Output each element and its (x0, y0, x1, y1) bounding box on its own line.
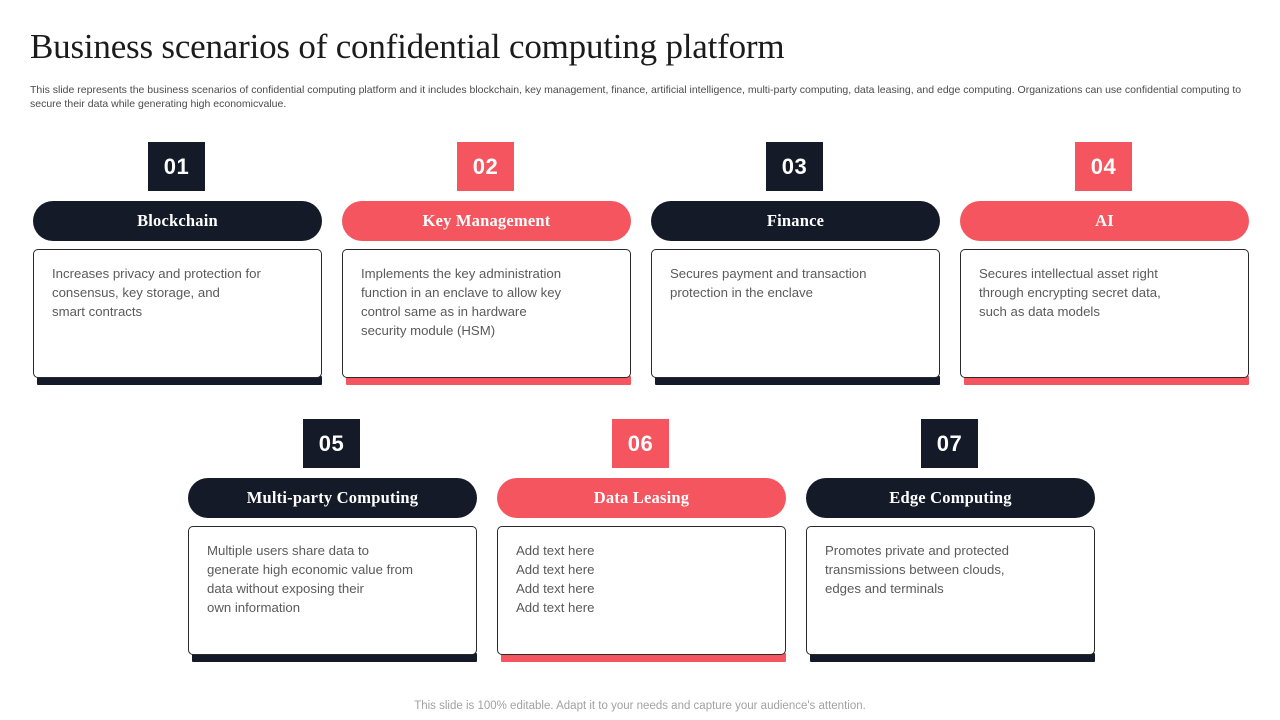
card-number-badge: 05 (303, 419, 360, 468)
card-body-box[interactable]: Secures intellectual asset right through… (960, 249, 1249, 378)
page-subtitle: This slide represents the business scena… (30, 84, 1242, 110)
card-accent-bar (964, 376, 1249, 385)
card-body-box[interactable]: Increases privacy and protection for con… (33, 249, 322, 378)
card-number-label: 01 (163, 153, 190, 179)
card-accent-bar (192, 653, 477, 662)
card-title-pill[interactable]: AI (960, 201, 1249, 241)
card-title-label: Finance (766, 211, 825, 230)
card-number-badge: 04 (1075, 142, 1132, 191)
card-body-box[interactable]: Promotes private and protected transmiss… (806, 526, 1095, 655)
card-body-text: Increases privacy and protection for con… (52, 266, 261, 319)
card-body-box[interactable]: Multiple users share data to generate hi… (188, 526, 477, 655)
card-accent-bar (501, 653, 786, 662)
card-title-pill[interactable]: Data Leasing (497, 478, 786, 518)
card-number-label: 06 (627, 430, 654, 456)
card-accent-bar (37, 376, 322, 385)
card-title-pill[interactable]: Key Management (342, 201, 631, 241)
card-number-badge: 03 (766, 142, 823, 191)
card-title-label: Edge Computing (889, 488, 1012, 507)
card-title-pill[interactable]: Blockchain (33, 201, 322, 241)
card-body-text: Secures payment and transaction protecti… (670, 266, 867, 300)
card-title-label: Multi-party Computing (246, 488, 419, 507)
card-accent-bar (810, 653, 1095, 662)
card-body-box[interactable]: Secures payment and transaction protecti… (651, 249, 940, 378)
card-body-text: Secures intellectual asset right through… (979, 266, 1161, 319)
card-title-pill[interactable]: Multi-party Computing (188, 478, 477, 518)
card-accent-bar (655, 376, 940, 385)
card-number-label: 05 (318, 430, 345, 456)
card-number-label: 07 (936, 430, 963, 456)
card-body-text: Multiple users share data to generate hi… (207, 543, 413, 615)
card-body-box[interactable]: Implements the key administration functi… (342, 249, 631, 378)
card-title-label: Blockchain (137, 211, 218, 230)
card-number-badge: 02 (457, 142, 514, 191)
card-body-box[interactable]: Add text here Add text here Add text her… (497, 526, 786, 655)
card-number-badge: 01 (148, 142, 205, 191)
card-body-text: Implements the key administration functi… (361, 266, 562, 338)
card-number-label: 04 (1090, 153, 1117, 179)
card-number-badge: 06 (612, 419, 669, 468)
card-number-label: 03 (781, 153, 808, 179)
card-title-label: AI (1095, 211, 1114, 230)
card-title-pill[interactable]: Edge Computing (806, 478, 1095, 518)
card-number-badge: 07 (921, 419, 978, 468)
card-title-label: Key Management (422, 211, 551, 230)
card-body-text: Add text here Add text here Add text her… (516, 543, 595, 615)
footer-note: This slide is 100% editable. Adapt it to… (414, 700, 866, 712)
card-accent-bar (346, 376, 631, 385)
card-title-label: Data Leasing (593, 488, 690, 507)
card-body-text: Promotes private and protected transmiss… (825, 543, 1009, 596)
card-title-pill[interactable]: Finance (651, 201, 940, 241)
card-number-label: 02 (472, 153, 499, 179)
page-title: Business scenarios of confidential compu… (30, 27, 785, 66)
